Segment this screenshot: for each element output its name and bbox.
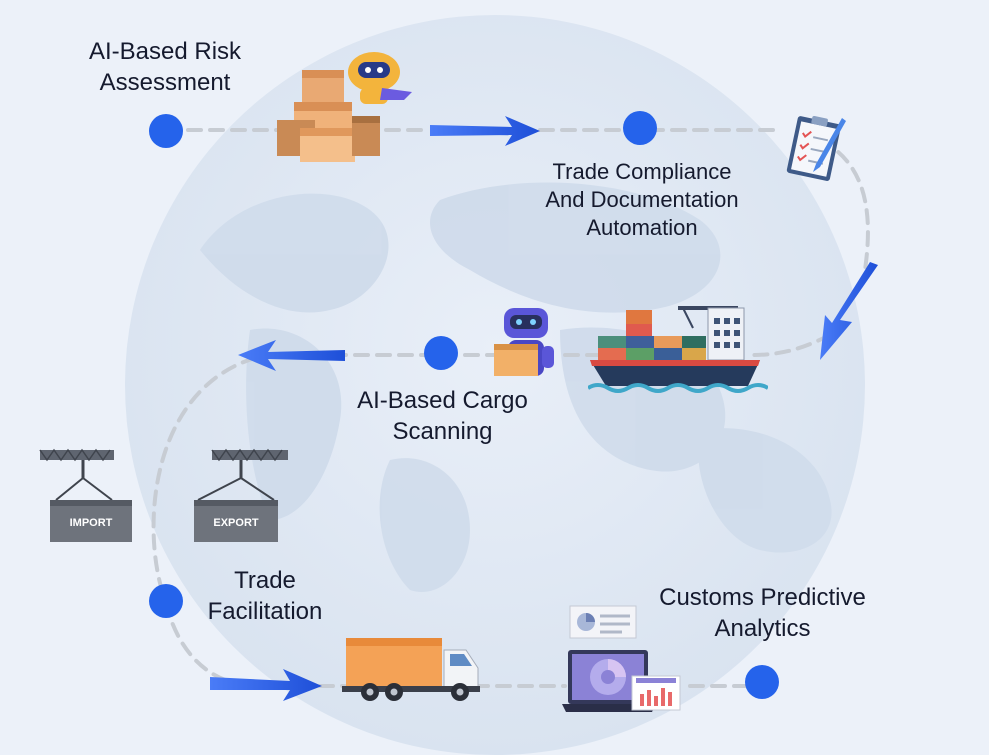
step-label-cargo-scanning: AI-Based Cargo Scanning: [357, 387, 528, 445]
export-crate-label: EXPORT: [213, 517, 259, 529]
step-label-predictive-analytics: Customs Predictive Analytics: [659, 584, 866, 642]
flow-nodes: [149, 111, 779, 699]
arrow-left-middle: [238, 340, 345, 371]
flow-arrows: [210, 116, 878, 701]
export-crate-icon: EXPORT: [194, 448, 288, 542]
arrow-right-top: [430, 116, 540, 146]
node-trade-facilitation: [149, 584, 183, 618]
import-crate-label: IMPORT: [70, 517, 113, 529]
globe: [125, 15, 865, 755]
import-crate-icon: IMPORT: [39, 448, 132, 542]
arrow-right-bottom: [210, 669, 322, 701]
robot-holding-box-icon: [494, 308, 554, 376]
flow-path: [151, 128, 870, 688]
clipboard-checklist-icon: [786, 115, 846, 181]
step-label-trade-facilitation: Trade Facilitation: [207, 567, 323, 625]
step-label-risk-assessment: AI-Based Risk Assessment: [88, 38, 242, 96]
node-cargo-scanning: [424, 336, 458, 370]
cargo-ship-icon: [588, 306, 768, 393]
analytics-laptop-icon: [562, 605, 681, 712]
step-label-trade-compliance: Trade Compliance And Documentation Autom…: [545, 159, 739, 240]
robot-with-boxes-icon: [277, 52, 412, 162]
delivery-truck-icon: [342, 638, 480, 701]
node-predictive-analytics: [745, 665, 779, 699]
arrow-down-right: [820, 262, 878, 360]
node-trade-compliance: [623, 111, 657, 145]
node-risk-assessment: [149, 114, 183, 148]
